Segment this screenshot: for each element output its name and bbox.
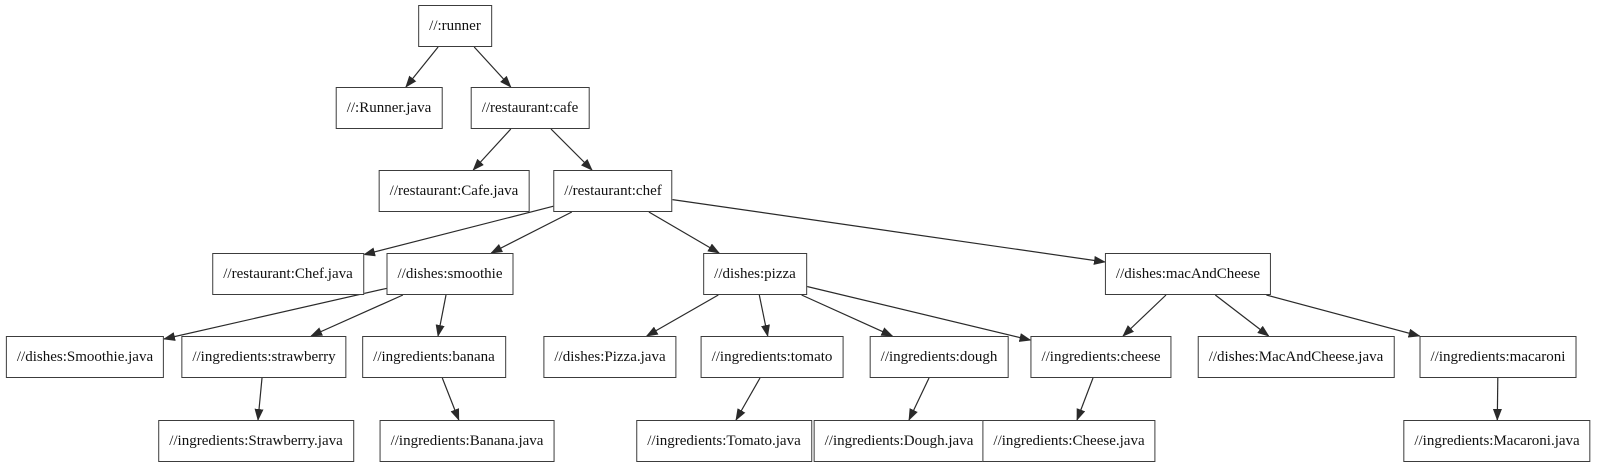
graph-node-runner: //:runner bbox=[418, 5, 492, 47]
graph-node-macAndCheeseJava: //dishes:MacAndCheese.java bbox=[1197, 336, 1395, 378]
graph-edge-pizza-to-pizzaJava bbox=[645, 294, 719, 337]
graph-edge-pizza-to-tomato bbox=[758, 294, 770, 337]
graph-node-runnerJava: //:Runner.java bbox=[335, 87, 443, 129]
graph-node-pizza: //dishes:pizza bbox=[703, 253, 807, 295]
graph-edge-chef-to-chefJava bbox=[363, 205, 554, 257]
graph-edge-smoothie-to-smoothieJava bbox=[163, 287, 387, 341]
graph-edge-pizza-to-cheese bbox=[806, 285, 1032, 342]
graph-node-macaroniJava: //ingredients:Macaroni.java bbox=[1403, 420, 1591, 462]
graph-edge-strawberry-to-strawberryJava bbox=[254, 377, 264, 421]
graph-edge-smoothie-to-strawberry bbox=[310, 294, 404, 337]
graph-node-chefJava: //restaurant:Chef.java bbox=[212, 253, 364, 295]
graph-node-tomato: //ingredients:tomato bbox=[700, 336, 844, 378]
graph-edge-chef-to-pizza bbox=[648, 211, 720, 254]
graph-edge-macAndCheese-to-macaroni bbox=[1266, 294, 1421, 338]
graph-edge-chef-to-macAndCheese bbox=[672, 199, 1106, 265]
graph-edge-macaroni-to-macaroniJava bbox=[1492, 377, 1502, 421]
graph-edge-dough-to-doughJava bbox=[908, 377, 930, 421]
graph-edge-macAndCheese-to-cheese bbox=[1122, 294, 1167, 337]
graph-node-banana: //ingredients:banana bbox=[362, 336, 506, 378]
graph-edge-cafe-to-chef bbox=[550, 128, 593, 171]
graph-node-tomatoJava: //ingredients:Tomato.java bbox=[636, 420, 812, 462]
graph-node-pizzaJava: //dishes:Pizza.java bbox=[543, 336, 677, 378]
graph-edge-runner-to-runnerJava bbox=[405, 46, 439, 88]
graph-node-macaroni: //ingredients:macaroni bbox=[1419, 336, 1577, 378]
graph-node-smoothieJava: //dishes:Smoothie.java bbox=[5, 336, 165, 378]
graph-edge-smoothie-to-banana bbox=[435, 294, 447, 337]
graph-edge-tomato-to-tomatoJava bbox=[735, 377, 761, 421]
graph-edge-cafe-to-cafeJava bbox=[472, 128, 512, 171]
graph-node-chef: //restaurant:chef bbox=[553, 170, 673, 212]
graph-node-cheese: //ingredients:cheese bbox=[1030, 336, 1172, 378]
graph-edge-cheese-to-cheeseJava bbox=[1076, 377, 1094, 421]
graph-node-macAndCheese: //dishes:macAndCheese bbox=[1104, 253, 1272, 295]
graph-node-bananaJava: //ingredients:Banana.java bbox=[379, 420, 555, 462]
graph-node-strawberry: //ingredients:strawberry bbox=[181, 336, 347, 378]
graph-edge-chef-to-smoothie bbox=[490, 211, 573, 254]
graph-edge-pizza-to-dough bbox=[801, 294, 894, 337]
graph-node-smoothie: //dishes:smoothie bbox=[386, 253, 514, 295]
graph-edge-banana-to-bananaJava bbox=[441, 377, 460, 421]
graph-node-cheeseJava: //ingredients:Cheese.java bbox=[982, 420, 1156, 462]
graph-node-cafeJava: //restaurant:Cafe.java bbox=[378, 170, 530, 212]
graph-node-cafe: //restaurant:cafe bbox=[470, 87, 590, 129]
graph-node-strawberryJava: //ingredients:Strawberry.java bbox=[158, 420, 354, 462]
graph-node-dough: //ingredients:dough bbox=[869, 336, 1009, 378]
graph-edge-macAndCheese-to-macAndCheeseJava bbox=[1214, 294, 1270, 337]
graph-node-doughJava: //ingredients:Dough.java bbox=[813, 420, 985, 462]
graph-edge-runner-to-cafe bbox=[473, 46, 512, 88]
